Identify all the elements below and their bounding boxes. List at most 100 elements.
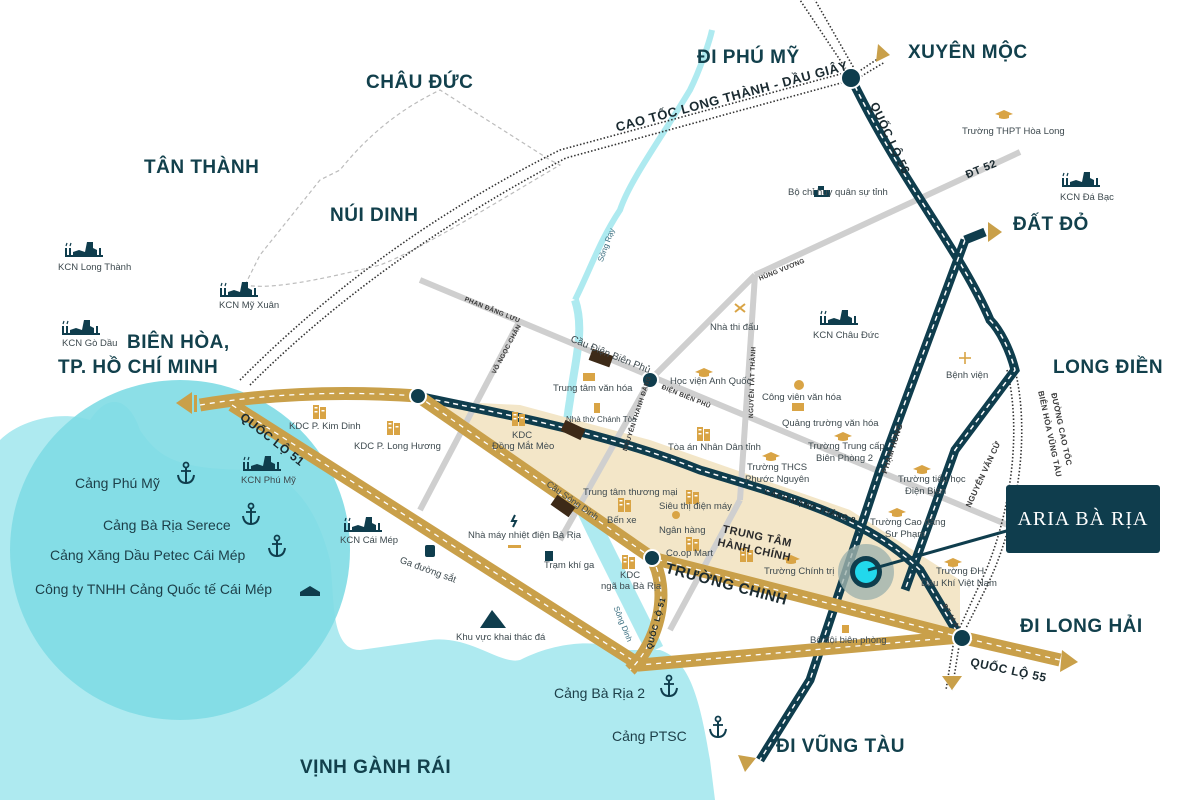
- factory-icon: [343, 516, 383, 533]
- direction-phu-my: ĐI PHÚ MỸ: [697, 47, 800, 68]
- poi-cao-dang-1: Trường Cao đẳng: [870, 517, 946, 528]
- region-long-dien: LONG ĐIỀN: [1053, 357, 1164, 378]
- poi-trung-tam-van-hoa: Trung tâm văn hóa: [553, 383, 633, 394]
- poi-kdc-dong-mat-meo-2: Đồng Mắt Mèo: [492, 441, 555, 452]
- anchor-icon: [709, 715, 727, 738]
- junctions: [409, 67, 972, 648]
- poi-thcs-1: Trường THCS: [747, 462, 808, 473]
- project-marker[interactable]: [838, 528, 1011, 600]
- factory-icon: [1061, 171, 1101, 188]
- region-tan-thanh: TÂN THÀNH: [144, 157, 260, 178]
- expressway-long-thanh-dau-giay: [239, 0, 1023, 691]
- kcn-go-dau: KCN Gò Dầu: [62, 338, 118, 349]
- direction-arrows: [176, 44, 1078, 772]
- poi-chinh-tri: Trường Chính trị: [764, 566, 835, 577]
- poi-dh-1: Trường ĐH: [936, 566, 985, 577]
- church-icon: [594, 403, 600, 413]
- region-nui-dinh: NÚI DINH: [330, 205, 419, 226]
- poi-thcs-2: Phước Nguyên: [745, 474, 810, 485]
- poi-quang-truong: Quảng trường văn hóa: [782, 418, 879, 429]
- poi-tram-khi-ga: Trạm khí ga: [544, 560, 595, 571]
- poi-nha-thi-dau: Nhà thi đấu: [710, 322, 759, 333]
- bridge-dien-bien-phu-icon: [588, 348, 614, 368]
- region-bien-hoa: BIÊN HÒA,: [127, 332, 230, 353]
- port-petec: Cảng Xăng Dầu Petec Cái Mép: [50, 547, 246, 563]
- poi-ngan-hang: Ngân hàng: [659, 525, 706, 536]
- kcn-my-xuan: KCN Mỹ Xuân: [219, 300, 280, 311]
- poi-kdc-long-huong: KDC P. Long Hương: [354, 441, 441, 452]
- factory-icon: [61, 319, 101, 336]
- arrow-long-hai-icon: [1060, 650, 1078, 672]
- poi-trung-cap-2: Biên Phòng 2: [816, 453, 874, 464]
- poi-benh-vien: Bệnh viện: [946, 370, 989, 381]
- bridge-song-dinh-icon: [550, 494, 576, 518]
- direction-xuyen-moc: XUYÊN MỘC: [908, 42, 1028, 63]
- district-boundary: [244, 89, 562, 287]
- region-vinh-ganh-rai: VỊNH GÀNH RÁI: [300, 757, 452, 778]
- factory-icon: [64, 241, 104, 258]
- bridges: [550, 348, 614, 518]
- port-ba-ria-serece: Cảng Bà Rịa Serece: [103, 517, 231, 533]
- kcn-cai-mep: KCN Cái Mép: [340, 535, 399, 546]
- kcn-da-bac: KCN Đá Bạc: [1060, 192, 1114, 203]
- region-chau-duc: CHÂU ĐỨC: [366, 72, 474, 93]
- kcn-long-thanh: KCN Long Thành: [58, 262, 132, 273]
- poi-kdc-kim-dinh: KDC P. Kim Dinh: [289, 421, 361, 432]
- poi-dh-2: Dầu Khí Việt Nam: [921, 578, 997, 589]
- song-ray-river: [572, 29, 715, 302]
- poi-khai-thac-da: Khu vực khai thác đá: [456, 632, 546, 643]
- port-ba-ria-2: Cảng Bà Rịa 2: [554, 685, 646, 701]
- poi-bo-doi: Bộ đội biên phòng: [810, 635, 887, 646]
- kcn-chau-duc: KCN Châu Đức: [813, 330, 880, 341]
- port-phu-my: Cảng Phú Mỹ: [75, 475, 160, 491]
- poi-coop: Co.op Mart: [666, 548, 713, 559]
- bus-station-icon: [508, 545, 521, 548]
- poi-kdc-nga-ba-1: KDC: [620, 570, 641, 581]
- port-houses-icon: [300, 586, 320, 596]
- poi-bo-chi-huy: Bộ chỉ huy quân sự tỉnh: [788, 187, 888, 198]
- poi-cao-dang-2: Sư Phạm: [885, 529, 926, 540]
- admin-zone: [420, 400, 960, 640]
- poi-kdc-dong-mat-meo-1: KDC: [512, 430, 533, 441]
- poi-ben-xe: Bến xe: [607, 515, 637, 526]
- bridge-nha-tho-icon: [560, 419, 586, 441]
- arrow-dat-do-icon: [988, 222, 1002, 242]
- gas-station-icon: [545, 551, 553, 561]
- arrow-bien-hoa-icon: [176, 392, 192, 414]
- arrow-xuyen-moc-icon: [876, 44, 890, 62]
- poi-nha-may: Nhà máy nhiệt điện Bà Rịa: [468, 530, 582, 541]
- poi-tieu-hoc-1: Trường tiểu học: [898, 474, 966, 485]
- direction-long-hai: ĐI LONG HẢI: [1020, 616, 1143, 637]
- factory-icon: [219, 281, 259, 298]
- arrow-south-icon: [942, 676, 962, 690]
- culture-center-icon: [583, 373, 595, 381]
- factory-icon: [819, 309, 859, 326]
- region-hcm: TP. HỒ CHÍ MINH: [58, 357, 219, 378]
- mountain-icon: [480, 610, 506, 628]
- poi-nha-tho: Nhà thờ Chánh Tòa: [566, 415, 637, 424]
- military-icon: [814, 186, 830, 197]
- kcn-phu-my: KCN Phú Mỹ: [241, 475, 296, 486]
- stadium-icon: [734, 303, 746, 313]
- poi-hoc-vien-anh-quoc: Học viện Anh Quốc: [670, 376, 752, 387]
- poi-thpt-hoa-long: Trường THPT Hòa Long: [962, 126, 1065, 137]
- direction-vung-tau: ĐI VŨNG TÀU: [776, 736, 905, 757]
- park-icon: [794, 380, 804, 390]
- poi-cong-vien: Công viên văn hóa: [762, 392, 842, 403]
- poi-kdc-nga-ba-2: ngã ba Bà Rịa: [601, 581, 662, 592]
- poi-toa-an: Tòa án Nhân Dân tỉnh: [668, 442, 761, 453]
- poi-sieu-thi: Siêu thị điện máy: [659, 501, 732, 512]
- port-ptsc: Cảng PTSC: [612, 728, 687, 744]
- arrow-vung-tau-icon: [738, 755, 756, 772]
- port-cai-mep-intl: Công ty TNHH Cảng Quốc tế Cái Mép: [35, 581, 273, 597]
- gold-highways: [198, 386, 1062, 675]
- poi-trung-cap-1: Trường Trung cấp: [808, 441, 885, 452]
- border-guard-icon: [842, 625, 849, 633]
- bank-icon: [672, 511, 680, 519]
- power-plant-icon: [510, 514, 518, 528]
- project-label-aria-ba-ria[interactable]: ARIA BÀ RỊA: [1006, 485, 1160, 553]
- plaza-icon: [792, 403, 804, 411]
- poi-trung-tam-thuong-mai: Trung tâm thương mại: [583, 487, 678, 498]
- direction-dat-do: ĐẤT ĐỎ: [1013, 214, 1089, 235]
